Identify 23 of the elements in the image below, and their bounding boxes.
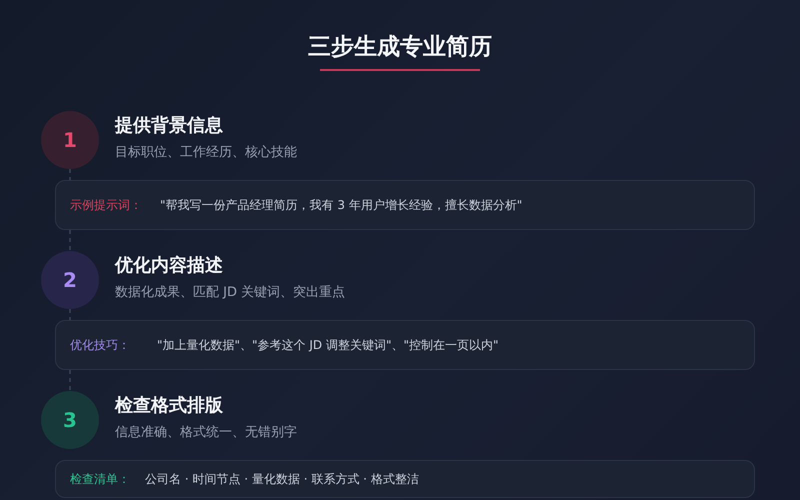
- dashed-connector: [69, 169, 71, 180]
- tip-label: 优化技巧：: [70, 337, 130, 353]
- dashed-connector: [69, 309, 71, 320]
- step-circle: 2: [41, 251, 99, 309]
- tip-text: 公司名 · 时间节点 · 量化数据 · 联系方式 · 格式整洁: [145, 471, 419, 487]
- tip-panel: [55, 460, 755, 498]
- step-description: 信息准确、格式统一、无错别字: [115, 424, 297, 442]
- step-heading: 检查格式排版: [115, 394, 223, 418]
- step-description: 数据化成果、匹配 JD 关键词、突出重点: [115, 284, 346, 302]
- step-heading: 优化内容描述: [115, 254, 223, 278]
- dashed-connector: [69, 370, 71, 391]
- tip-text: "帮我写一份产品经理简历，我有 3 年用户增长经验，擅长数据分析": [160, 197, 522, 213]
- title: 三步生成专业简历: [308, 34, 492, 60]
- dashed-connector: [69, 230, 71, 251]
- step-heading: 提供背景信息: [115, 114, 223, 138]
- step-circle: 3: [41, 391, 99, 449]
- step-circle: 1: [41, 111, 99, 169]
- tip-panel: [55, 320, 755, 370]
- tip-label: 检查清单：: [70, 471, 130, 487]
- tip-text: "加上量化数据"、"参考这个 JD 调整关键词"、"控制在一页以内": [157, 337, 499, 353]
- tip-label: 示例提示词：: [70, 197, 142, 213]
- step-description: 目标职位、工作经历、核心技能: [115, 144, 297, 162]
- tip-panel: [55, 180, 755, 230]
